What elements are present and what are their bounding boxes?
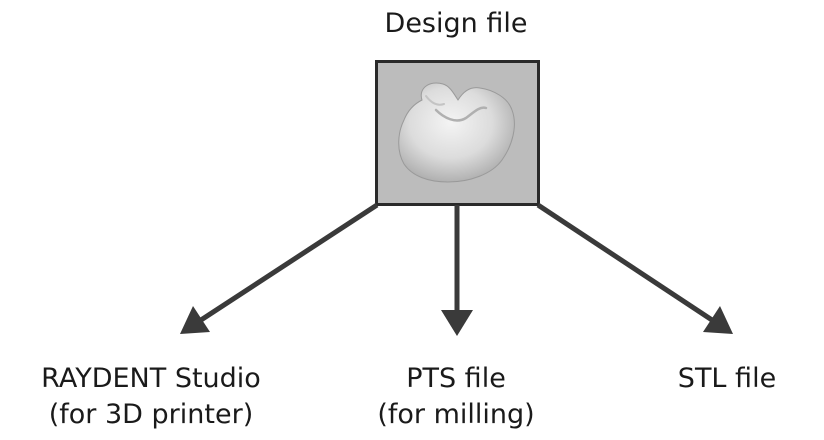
output-raydent-name: RAYDENT Studio xyxy=(41,363,261,394)
source-label: Design file xyxy=(384,8,528,39)
output-stl-label: STL file xyxy=(678,361,776,397)
output-pts-label: PTS file (for milling) xyxy=(377,361,534,433)
arrowhead-stl xyxy=(703,306,733,334)
tooth-crown-icon xyxy=(398,82,515,183)
output-stl-name: STL file xyxy=(677,363,777,394)
output-pts-name: PTS file xyxy=(406,363,506,394)
arrowhead-raydent xyxy=(180,306,210,334)
output-raydent-label: RAYDENT Studio (for 3D printer) xyxy=(41,361,261,433)
arrow-to-raydent xyxy=(199,202,379,323)
arrowhead-pts xyxy=(441,310,473,336)
output-pts-note: (for milling) xyxy=(377,399,535,430)
output-raydent-note: (for 3D printer) xyxy=(48,399,254,430)
arrow-to-stl xyxy=(536,202,714,323)
